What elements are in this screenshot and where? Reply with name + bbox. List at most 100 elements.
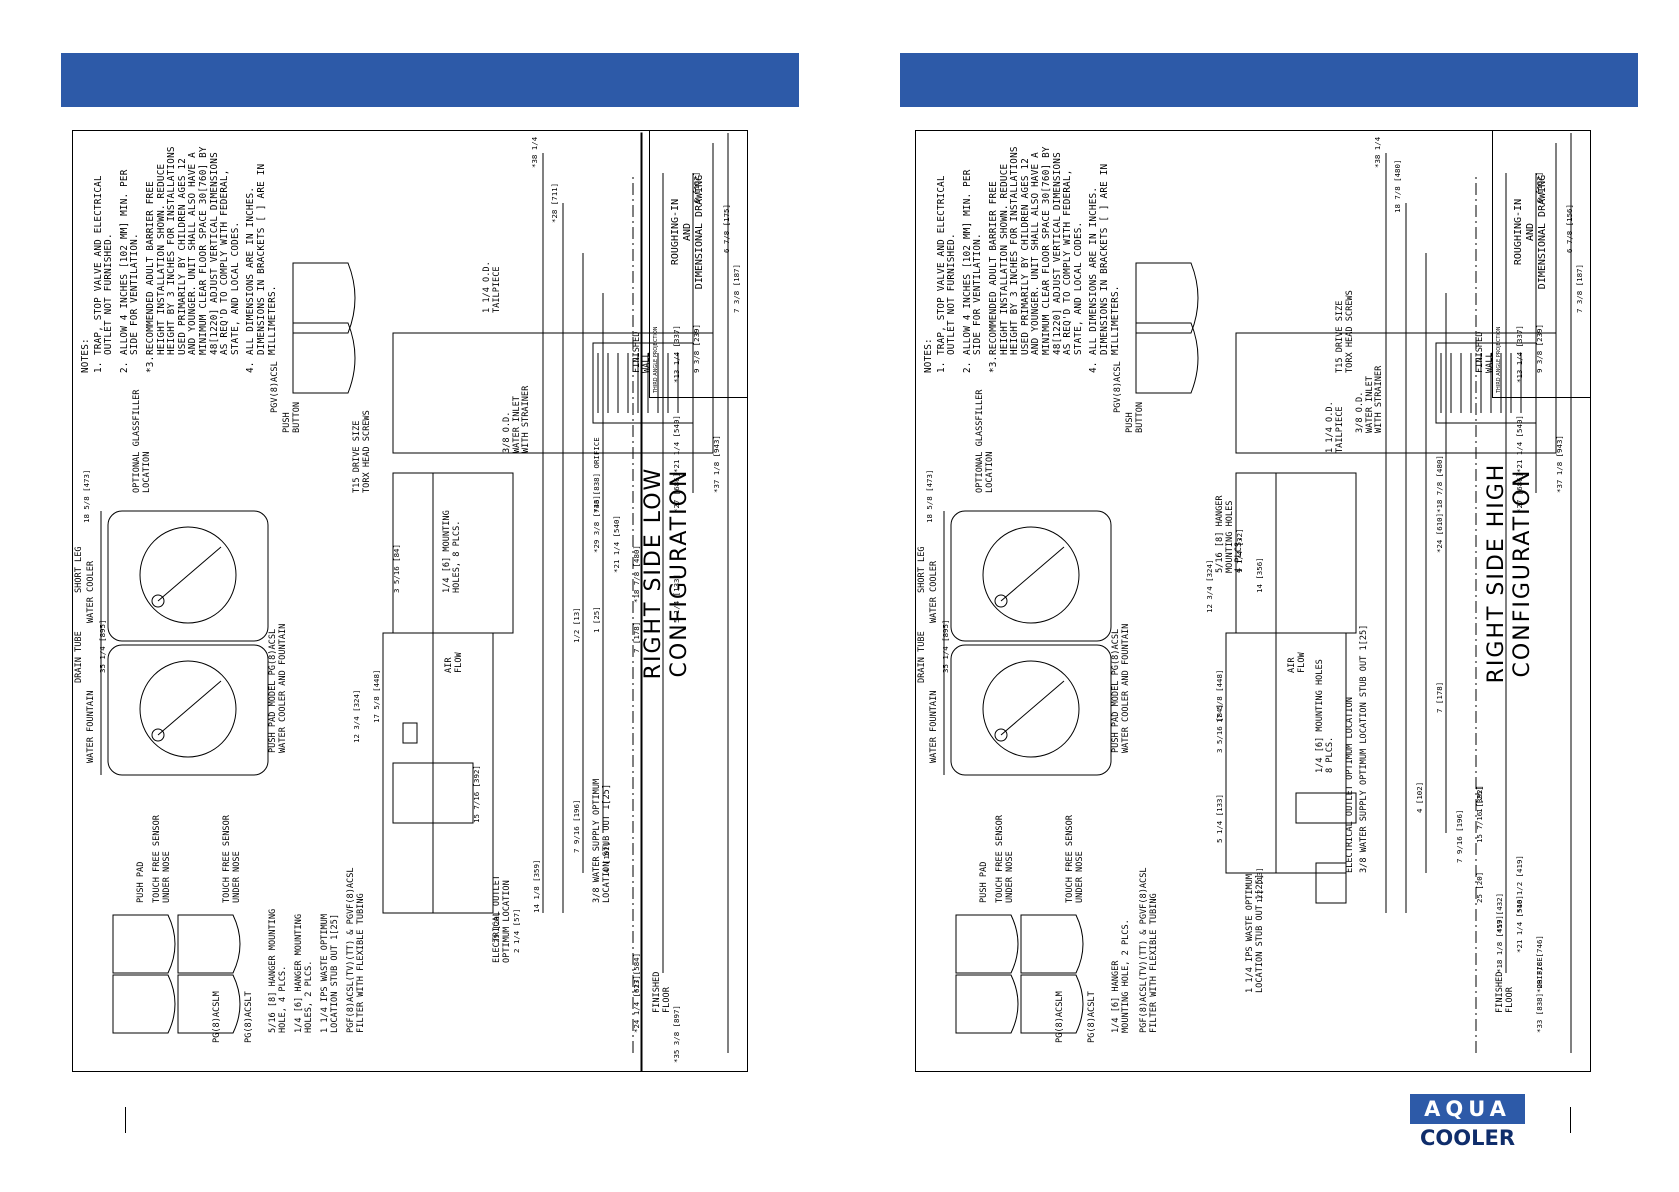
configuration-title: RIGHT SIDE HIGH CONFIGURATION [1484,462,1535,684]
dimension: 12 3/4 [324] [1205,559,1214,613]
label-model-acslm: PG(8)ACSLM [212,991,222,1043]
title-block-text: ROUGHING-IN AND DIMENSIONAL DRAWING [1513,174,1548,290]
dimension: 35 1/4 [895] [941,619,950,673]
dimension: *27 [686] [1515,472,1524,513]
dimension: 1/2 [13] [572,607,581,643]
note-item: 4.ALL DIMENSIONS ARE IN INCHES. DIMENSIO… [1088,163,1121,373]
dimension: *37 1/8 [943] [712,435,721,493]
dimension: 7 9/16 [196] [1455,809,1464,863]
dimension: *17 [432] [1495,892,1504,933]
dimension: *13 1/4 [337] [1515,325,1524,383]
dimension: 18 5/8 [473] [925,469,934,523]
dimension: *29 3/8 [746] [592,495,601,553]
drawing-linework [100,132,729,1071]
label-push-pad: PUSH PAD [979,861,989,903]
label-model-acslt: PG(8)ACSLT [244,991,254,1043]
label-tailpiece: 1 1/4 O.D.TAILPIECE [1325,401,1345,453]
title-block-text: ROUGHING-IN AND DIMENSIONAL DRAWING [670,174,705,290]
notes-block: NOTES: 1.TRAP, STOP VALVE AND ELECTRICAL… [923,141,1126,373]
dimension: 5 1/4 [133] [1215,794,1224,843]
dimension: *18 7/8 [480] [632,545,641,603]
dimensional-drawing: NOTES: 1.TRAP, STOP VALVE AND ELECTRICAL… [915,130,1591,1072]
page-divider [1570,1107,1571,1133]
note-item: 1.TRAP, STOP VALVE AND ELECTRICAL OUTLET… [935,175,958,373]
notes-heading: NOTES: [923,338,934,373]
dimension: 3 5/16 [84] [1215,704,1224,753]
note-item: 1.TRAP, STOP VALVE AND ELECTRICAL OUTLET… [92,175,115,373]
dimension: 14 1/8 [359] [532,859,541,913]
label-water-fountain: WATER FOUNTAIN [929,690,939,763]
dimension: *28 [711] [550,182,559,223]
header-banner [900,53,1638,107]
note-item: 2.ALLOW 4 INCHES [102 MM] MIN. PER SIDE … [118,169,141,373]
dimension: 3 5/16 [84] [392,544,401,593]
dimension: *21 1/4 [540] [672,415,681,473]
dimensional-drawing: NOTES: 1.TRAP, STOP VALVE AND ELECTRICAL… [72,130,748,1072]
dimension: *27 [686] [672,472,681,513]
dimension: 9 3/8 [239] [1535,324,1544,373]
dimension: 6 [152] [1535,171,1544,203]
dimension: 1 1/4 [32] [1235,528,1244,574]
configuration-title: RIGHT SIDE LOW CONFIGURATION [641,466,692,680]
dimension: 1/2 [13] [1255,867,1264,903]
label-electrical: ELECTRICAL OUTLET OPTIMUM LOCATION [1345,697,1355,873]
projection-label: THIRD ANGLE PROJECTION [653,326,659,393]
dimension: 6 7/8 [175] [722,204,731,253]
dimension: 7 [178] [1435,681,1444,713]
label-water-fountain: WATER FOUNTAIN [86,690,96,763]
label-model-acslm: PG(8)ACSLM [1055,991,1065,1043]
label-push-pad: PUSH PAD [136,861,146,903]
page-left: NOTES: 1.TRAP, STOP VALVE AND ELECTRICAL… [61,53,799,1133]
dimension: 12 3/4 [324] [352,689,361,743]
dimension: 15 7/16 [392] [472,765,481,823]
dimension: 6 7/8 [156] [1565,204,1574,253]
label-tailpiece: 1 1/4 O.D.TAILPIECE [482,261,502,313]
dimension: 17 5/8 [448] [372,669,381,723]
dimension: 2 1/4 [57] [512,908,521,954]
dimension: *38 1/4 [970] [1373,130,1382,168]
dimension: *21 1/4 [540] [1515,415,1524,473]
dimension: 1 [25] [592,606,601,633]
dimension: 6 [152] [692,171,701,203]
label-water-supply: 3/8 WATER SUPPLY OPTIMUM LOCATION STUB O… [1359,624,1369,873]
dimension: *13 1/4 [337] [672,325,681,383]
label-drain-tube: DRAIN TUBE [917,631,927,683]
label-short-leg: SHORT LEG [917,546,927,593]
label-model-pgv: PGV(8)ACSL [1113,361,1123,413]
logo-top: AQUA [1410,1094,1525,1124]
dimension: *24 [610] [1435,512,1444,553]
page-divider [125,1107,126,1133]
dimension: 25 [20] [1475,871,1484,903]
page-right: NOTES: 1.TRAP, STOP VALVE AND ELECTRICAL… [840,0,1679,1192]
dimension: 7 3/8 [187] [1575,264,1584,313]
dimension: *16 1/2 [419] [1515,855,1524,913]
dimension: 5 1/4 [133] [672,574,681,623]
aqua-cooler-logo: AQUA COOLER [1410,1094,1525,1151]
drawing-rotated-content: NOTES: 1.TRAP, STOP VALVE AND ELECTRICAL… [916,130,1590,1071]
note-item: *3.RECOMMENDED ADULT BARRIER FREE HEIGHT… [144,146,241,373]
logo-bottom: COOLER [1419,1126,1515,1150]
label-water-cooler: WATER COOLER [86,560,96,623]
